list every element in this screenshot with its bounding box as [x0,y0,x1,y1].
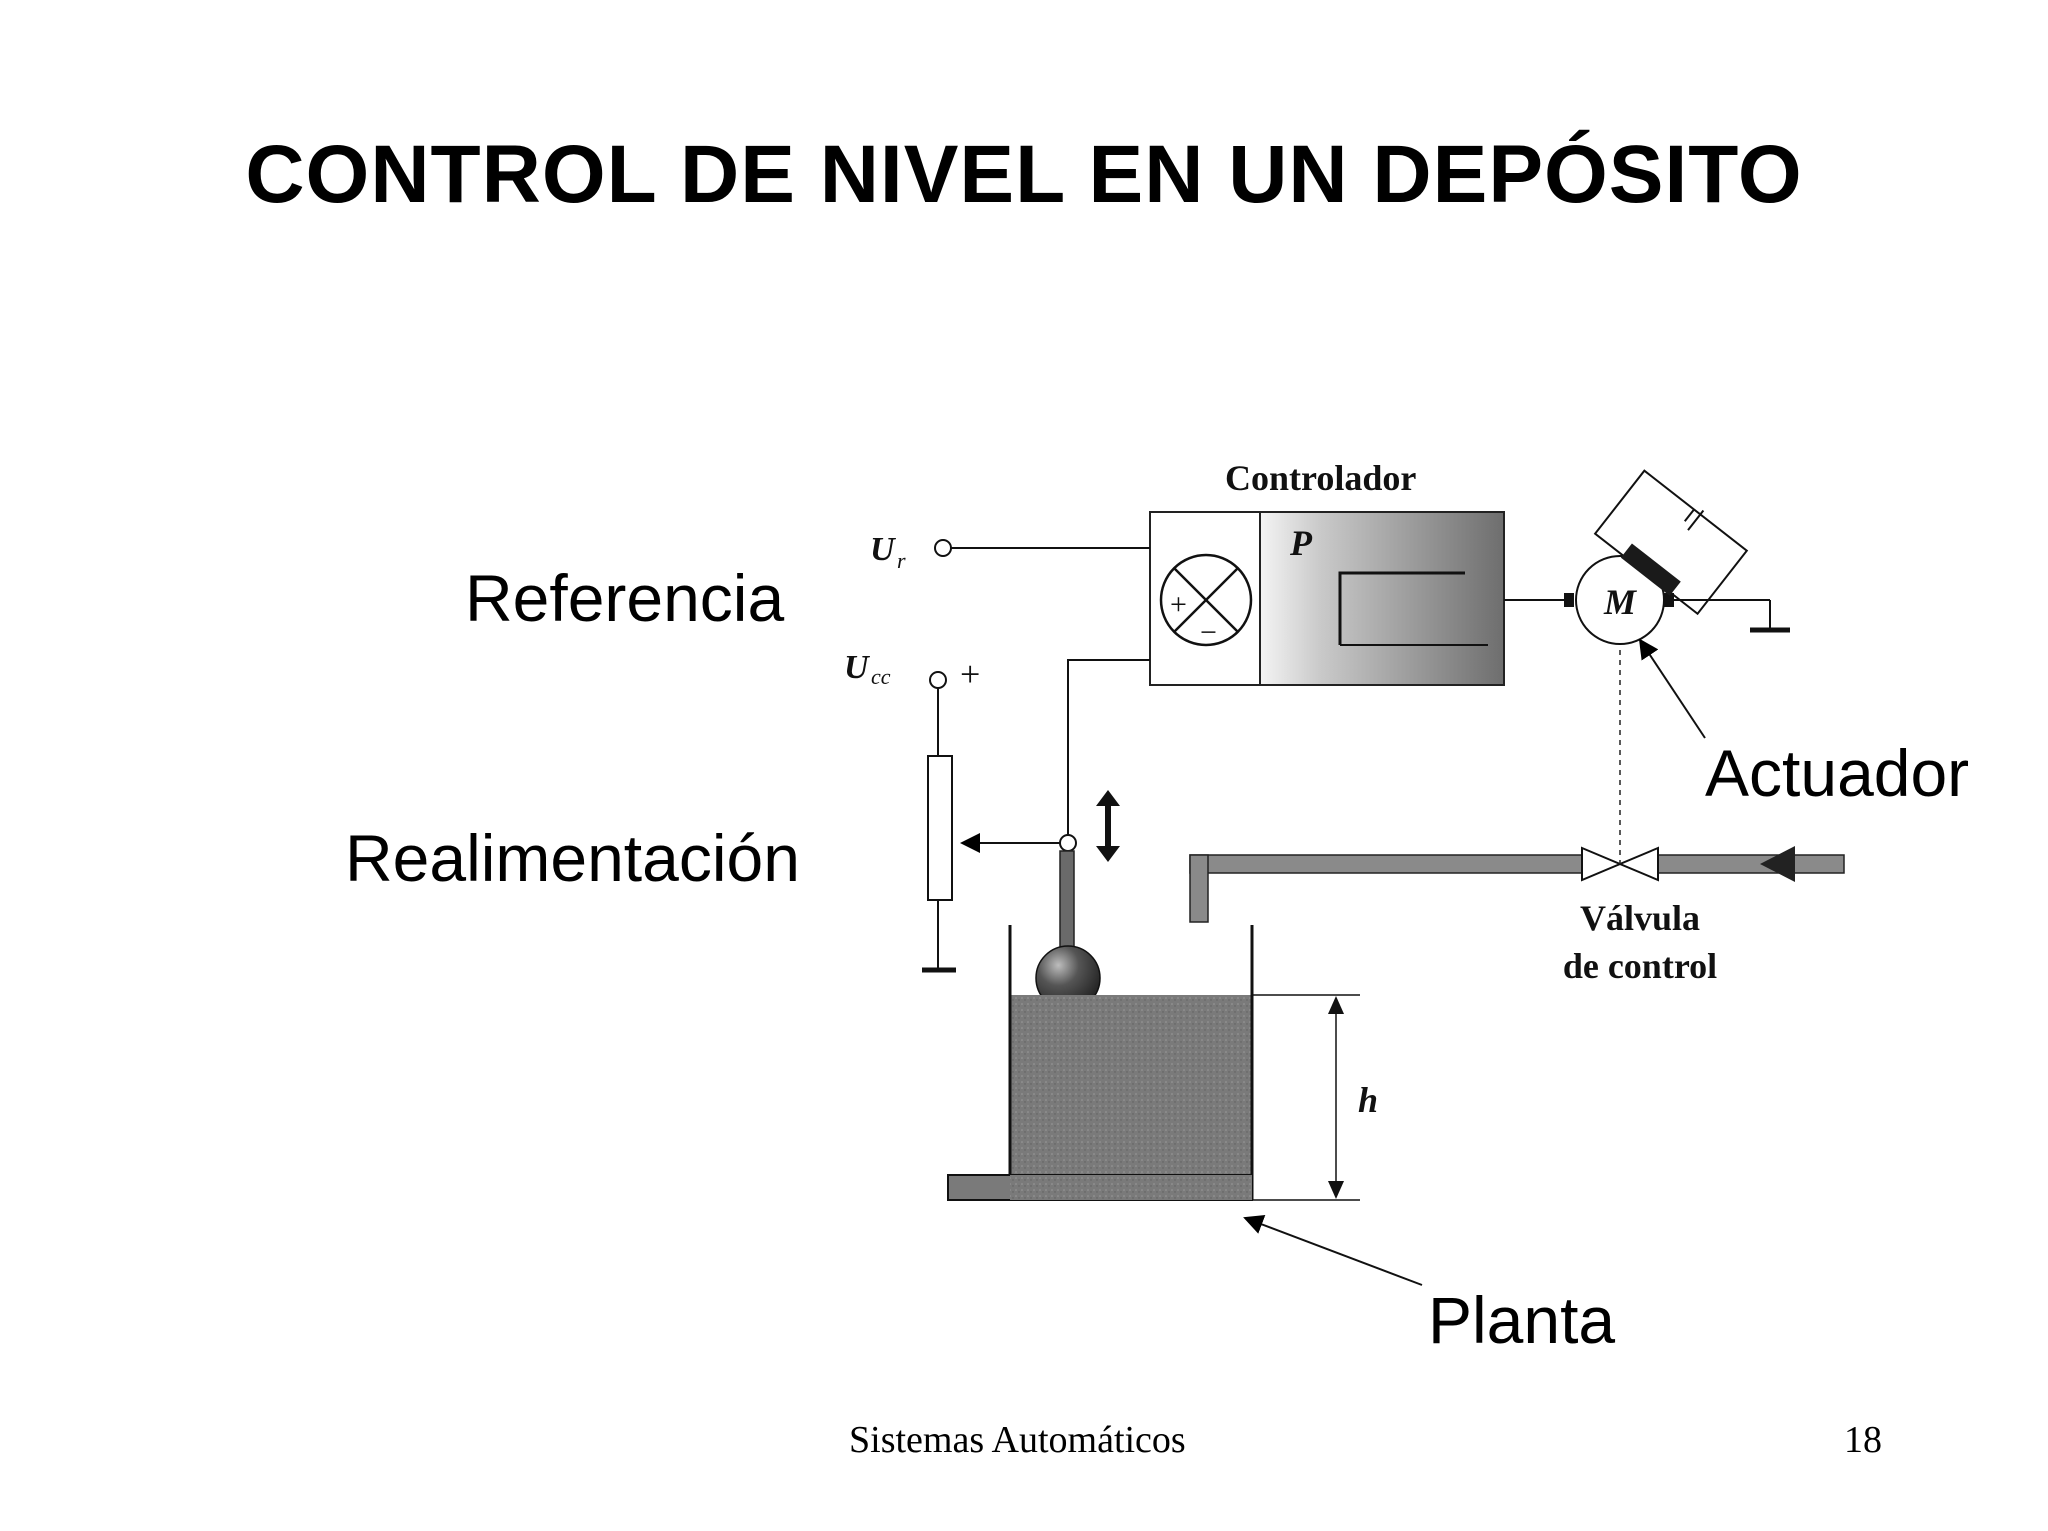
ref-voltage-label: U [870,531,897,568]
feedback-potentiometer: U cc + [844,649,1068,973]
proportional-label: P [1289,523,1313,563]
page-number: 18 [1844,1419,1882,1461]
comparator-symbol: + − [1159,553,1253,649]
supply-voltage-subscript: cc [871,664,891,689]
valve-label-line2: de control [1563,946,1717,986]
comparator-minus: − [1200,616,1217,649]
float-motion-arrow [1096,790,1120,862]
motor-supply-circuit [1593,469,1749,616]
callout-referencia: Referencia [465,561,785,635]
motor: M [1504,555,1790,645]
callout-planta: Planta [1428,1283,1616,1357]
callout-actuador: Actuador [1705,736,1970,810]
plant-pointer [1243,1215,1423,1286]
controller-label: Controlador [1225,458,1416,498]
feedback-wire [1059,659,1150,852]
tank: h [947,925,1378,1201]
supply-voltage-label: U [844,649,871,686]
motor-label: M [1603,582,1638,622]
ref-voltage-subscript: r [897,548,906,573]
reference-input: U r [870,531,1150,573]
level-label: h [1358,1080,1378,1120]
supply-plus-sign: + [960,654,980,694]
slide-title: CONTROL DE NIVEL EN UN DEPÓSITO [245,129,1803,220]
callout-realimentacion: Realimentación [345,821,800,895]
footer-text: Sistemas Automáticos [849,1419,1186,1461]
actuator-pointer [1638,638,1706,739]
inlet-pipe [1189,846,1845,923]
valve-label-line1: Válvula [1580,898,1700,938]
float-sensor [1035,850,1101,1011]
controller-block: P [1149,511,1505,686]
comparator-plus: + [1170,588,1187,621]
control-valve: Válvula de control [1563,630,1717,986]
